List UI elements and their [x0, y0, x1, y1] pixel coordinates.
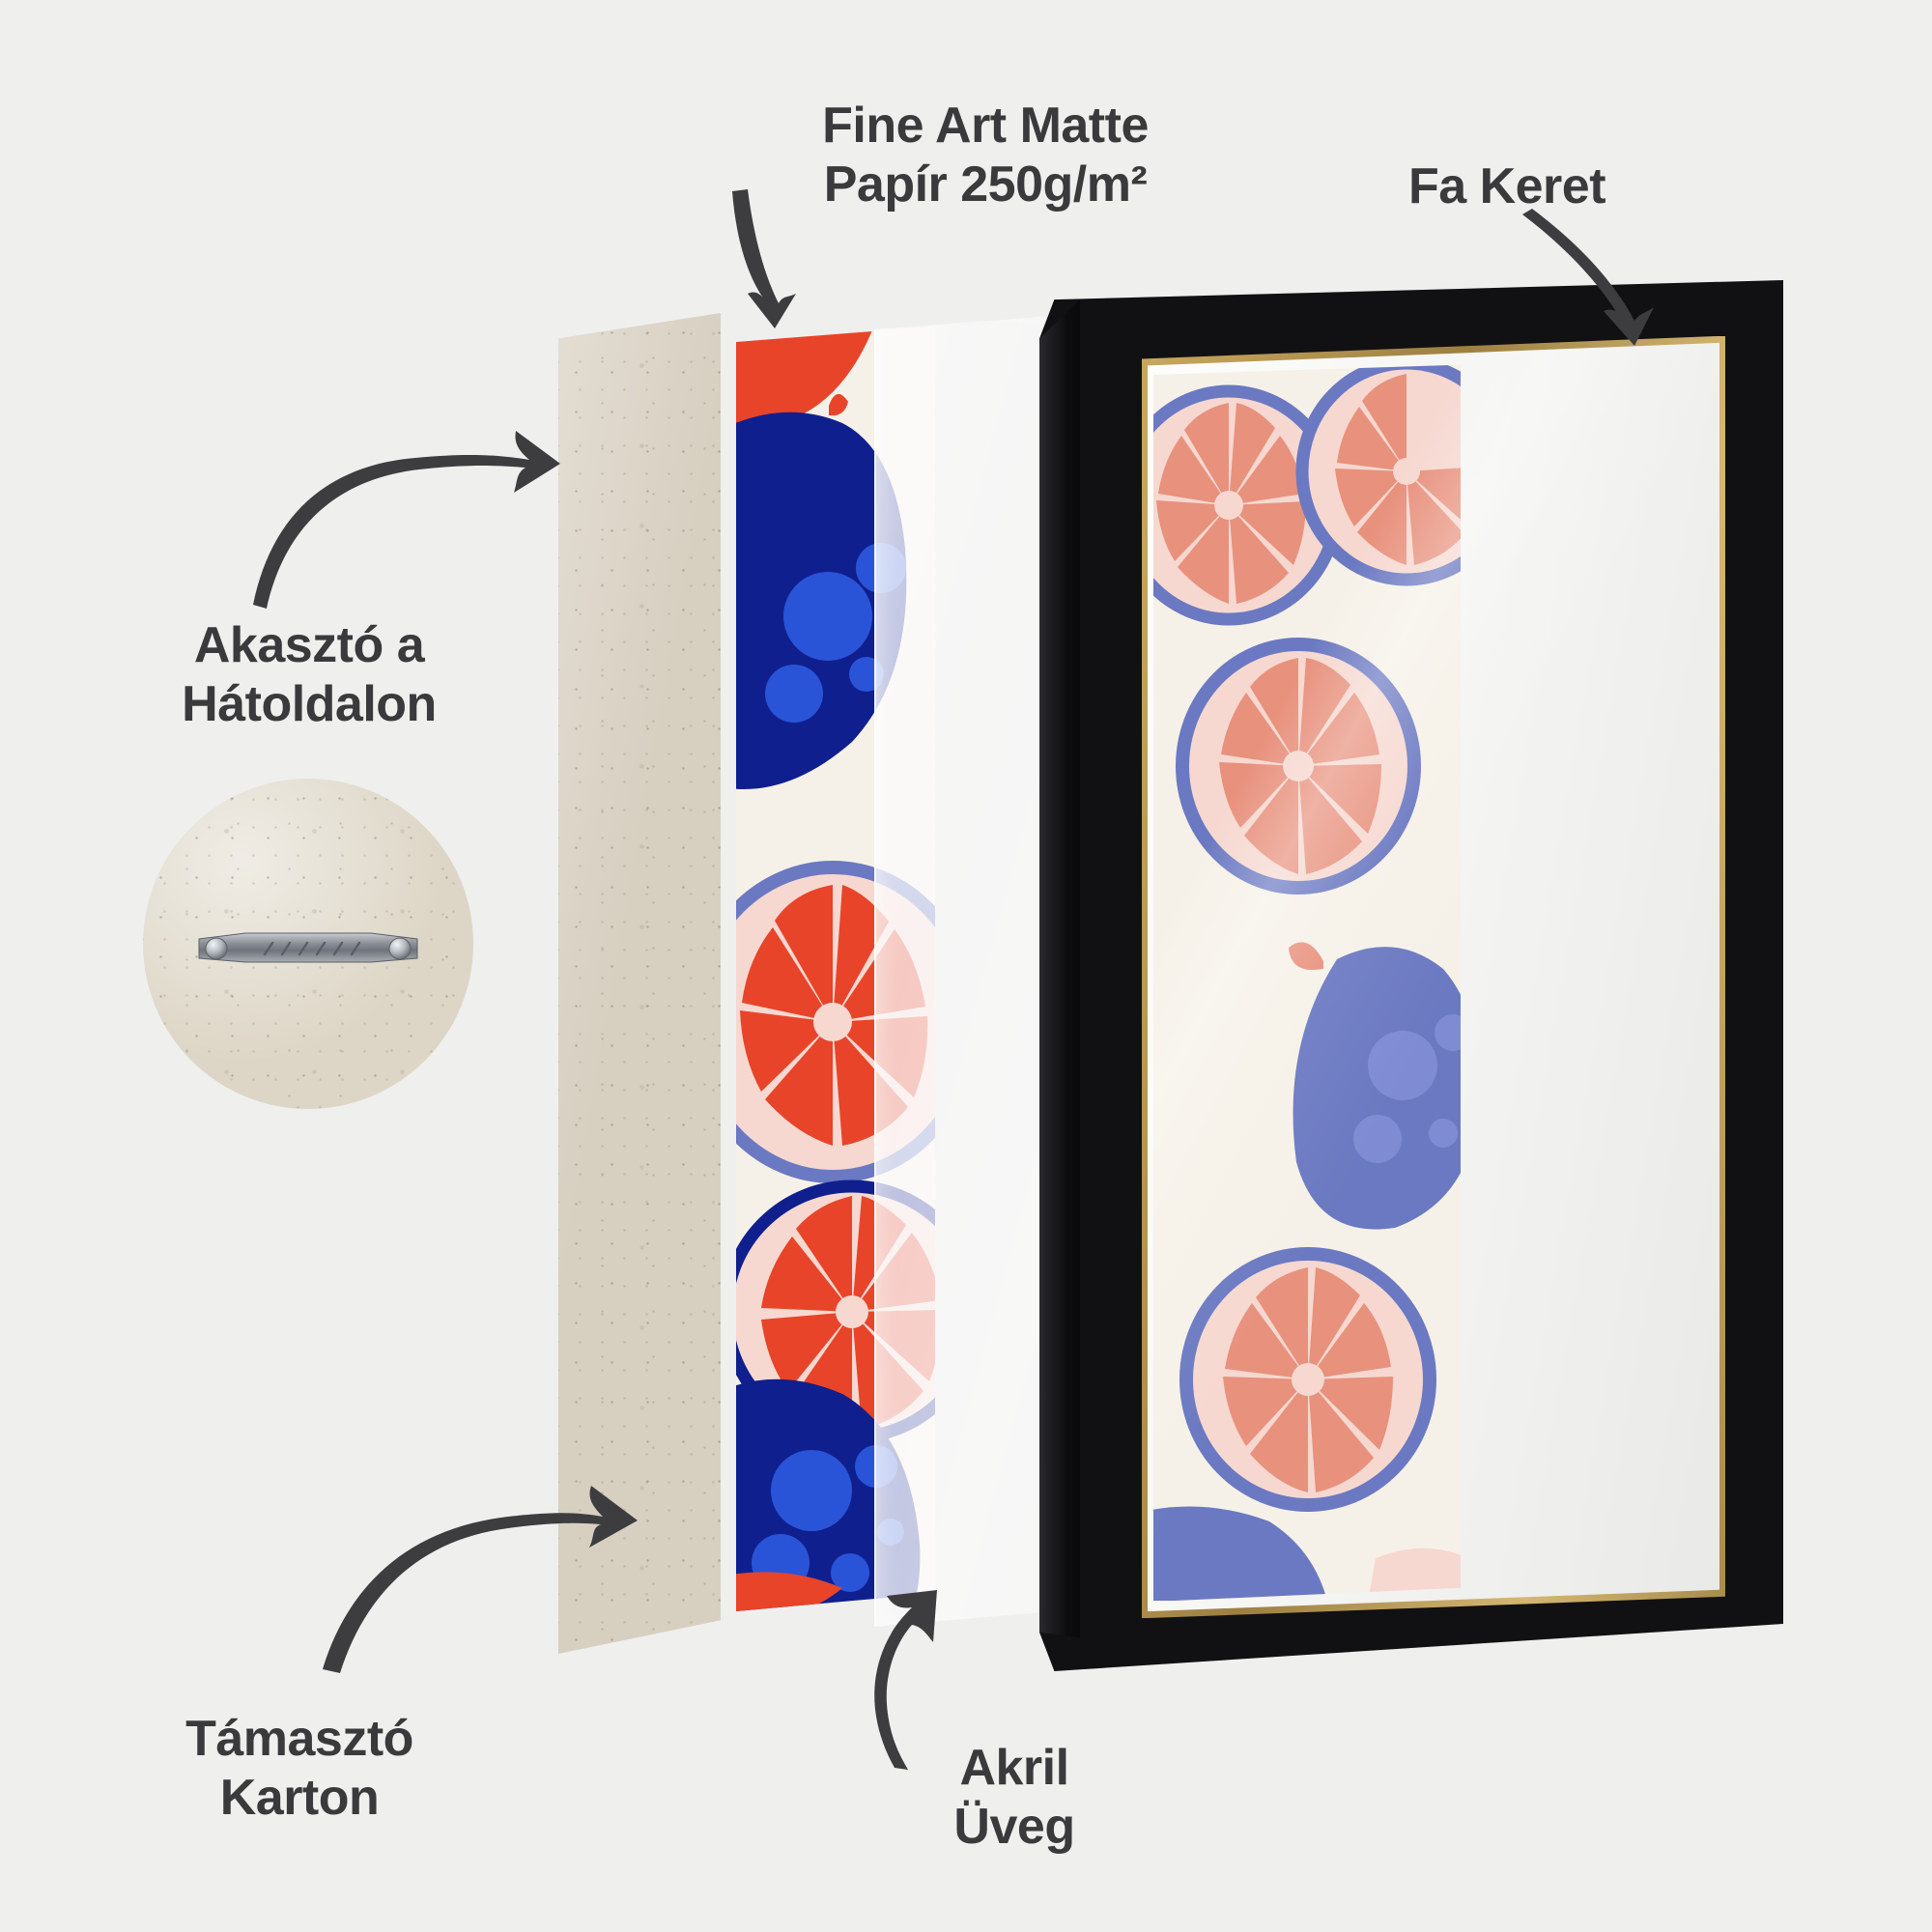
label-hanger: Akasztó a Hátoldalon	[182, 617, 437, 733]
label-wood-frame: Fa Keret	[1407, 158, 1606, 214]
cardboard-texture	[558, 313, 721, 1654]
backing-board-panel	[558, 313, 721, 1654]
framed-artwork	[1153, 364, 1461, 1602]
sawtooth-hanger-icon	[198, 932, 418, 963]
frame-left-bevel	[1039, 299, 1080, 1638]
label-paper-print: Fine Art Matte Papír 250g/m²	[822, 98, 1149, 213]
hanger-detail-circle	[143, 779, 473, 1109]
label-acrylic-glass: Akril Üveg	[953, 1740, 1075, 1856]
label-backing-board: Támasztó Karton	[185, 1711, 413, 1827]
wood-frame-assembly	[1039, 280, 1783, 1671]
artwork-framed	[1153, 364, 1461, 1602]
